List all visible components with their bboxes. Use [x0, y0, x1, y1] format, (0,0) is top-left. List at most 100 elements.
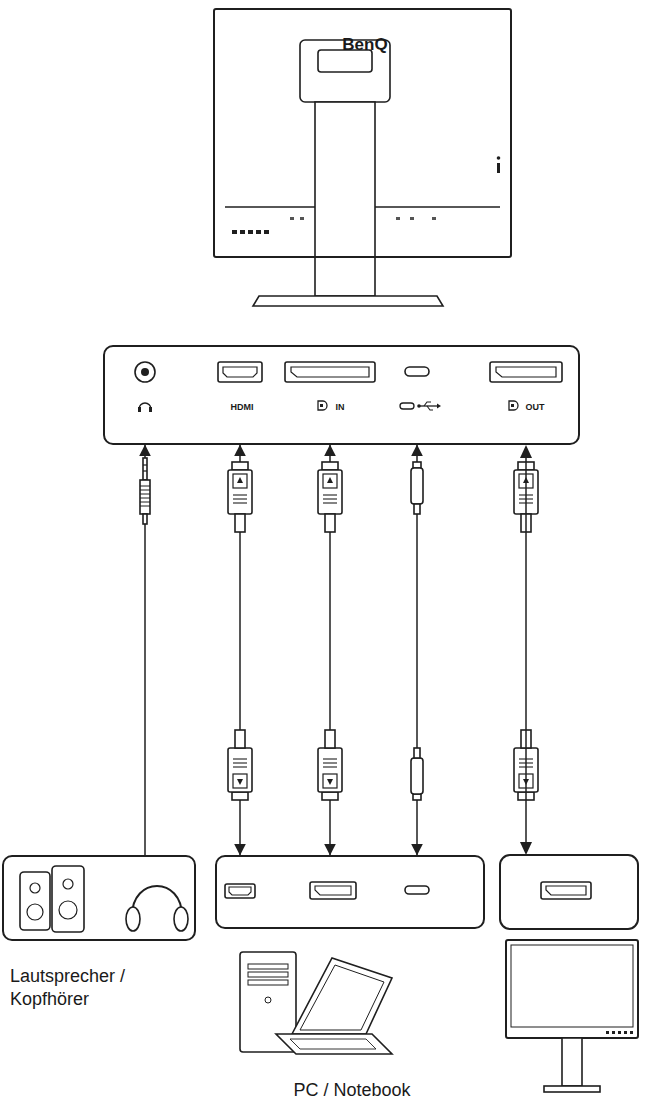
- displayport-icon: [320, 404, 323, 407]
- port-hint: [396, 217, 400, 220]
- plug-ridge: [323, 494, 337, 495]
- headphone-cup: [126, 907, 140, 931]
- headphone-icon: [149, 407, 152, 412]
- cable-plug: [228, 462, 252, 532]
- plug-ridge: [323, 758, 337, 759]
- stand-base: [253, 296, 443, 306]
- arrowhead: [520, 445, 532, 458]
- plug-strain-relief: [325, 514, 335, 532]
- plug-ridge: [323, 766, 337, 767]
- monitor-base: [544, 1086, 600, 1092]
- headphone-icon: [138, 407, 141, 412]
- usb-c-plug: [411, 462, 423, 514]
- hdmi-port: [225, 884, 255, 898]
- dp-out-port: [496, 367, 556, 377]
- plug-arrow: [237, 477, 243, 483]
- plug-strain-relief: [325, 730, 335, 748]
- plug-ridge: [233, 758, 247, 759]
- jack-ring: [143, 470, 147, 471]
- jack-ridge: [140, 506, 150, 507]
- drive-bay: [248, 980, 288, 985]
- second-monitor: [506, 940, 638, 1092]
- dp-port: [310, 882, 356, 899]
- notebook-screen: [292, 958, 392, 1034]
- pc-notebook: [240, 952, 392, 1054]
- device-label: PC / Notebook: [293, 1079, 410, 1099]
- dp-port: [315, 886, 351, 895]
- monitor-frame: [506, 940, 638, 1038]
- monitor-rear: [225, 40, 500, 306]
- plug-arrow: [327, 477, 333, 483]
- plug-tip: [413, 462, 421, 468]
- jack-tip: [143, 458, 147, 480]
- brand-logo: BenQ: [342, 34, 387, 56]
- drive-bay: [248, 964, 288, 969]
- plug-body: [411, 758, 423, 794]
- jack-ridge: [140, 486, 150, 487]
- cable-plug: [228, 730, 252, 800]
- plug-ridge: [323, 502, 337, 503]
- monitor-button: [624, 1031, 627, 1034]
- port-strip: [375, 206, 500, 208]
- drive-bay: [248, 972, 288, 977]
- arrowhead: [520, 842, 532, 855]
- port-label: OUT: [526, 402, 545, 414]
- usb-icon: [437, 404, 441, 409]
- control-button: [240, 230, 245, 234]
- speaker: [20, 872, 50, 930]
- hdmi-port: [218, 362, 262, 382]
- usb-icon: [417, 404, 421, 408]
- lock-symbol: [497, 156, 501, 160]
- lock-symbol: [497, 163, 500, 173]
- plug-ridge: [323, 498, 337, 499]
- plug-body: [318, 470, 342, 514]
- usb-c-port: [405, 367, 429, 376]
- pc-port-box: PC / Notebook: [215, 855, 485, 929]
- port-hint: [300, 217, 304, 220]
- port-hint: [290, 217, 294, 220]
- audio-jack: [140, 458, 150, 524]
- dp-in-port: [291, 367, 369, 377]
- control-button: [232, 230, 237, 234]
- plug-ridge: [233, 762, 247, 763]
- plug-grip: [323, 774, 337, 788]
- port-strip: [225, 206, 315, 208]
- plug-tip: [413, 794, 421, 800]
- jack-ridge: [140, 494, 150, 495]
- plug-ridge: [323, 762, 337, 763]
- notebook-base: [276, 1034, 392, 1054]
- hdmi-port: [229, 887, 251, 895]
- control-button: [248, 230, 253, 234]
- monitor-screen: [511, 945, 633, 1027]
- speakers-headphones: [20, 866, 188, 932]
- plug-body: [228, 470, 252, 514]
- plug-strain-relief: [235, 514, 245, 532]
- monitor-back: BenQ: [213, 8, 512, 258]
- port-panel: HDMIINOUT: [103, 345, 580, 445]
- cable-wire: [525, 458, 527, 843]
- notebook-display: [300, 965, 384, 1030]
- port-panel-detail: [135, 362, 562, 412]
- monitor-button: [618, 1031, 621, 1034]
- plug-strain-relief: [414, 748, 420, 758]
- port-label: IN: [336, 402, 345, 414]
- displayport-icon: [318, 401, 327, 410]
- device-label: Lautsprecher / Kopfhörer: [10, 965, 160, 1012]
- notebook-keyboard: [290, 1039, 376, 1049]
- speaker-driver: [59, 901, 77, 919]
- jack-body: [140, 480, 150, 514]
- plug-tip: [322, 462, 338, 470]
- pc-ports: [225, 882, 429, 899]
- plug-arrow: [237, 779, 243, 785]
- audio-device-box: Lautsprecher / Kopfhörer: [2, 855, 196, 941]
- plug-body: [411, 468, 423, 504]
- dp-in-port: [285, 362, 375, 382]
- dp-out-port: [490, 362, 562, 382]
- plug-tip: [232, 792, 248, 800]
- jack-ridge: [140, 498, 150, 499]
- port-hint: [410, 217, 414, 220]
- usb-c-port: [405, 886, 429, 894]
- headphone-jack: [141, 368, 149, 376]
- plug-ridge: [233, 766, 247, 767]
